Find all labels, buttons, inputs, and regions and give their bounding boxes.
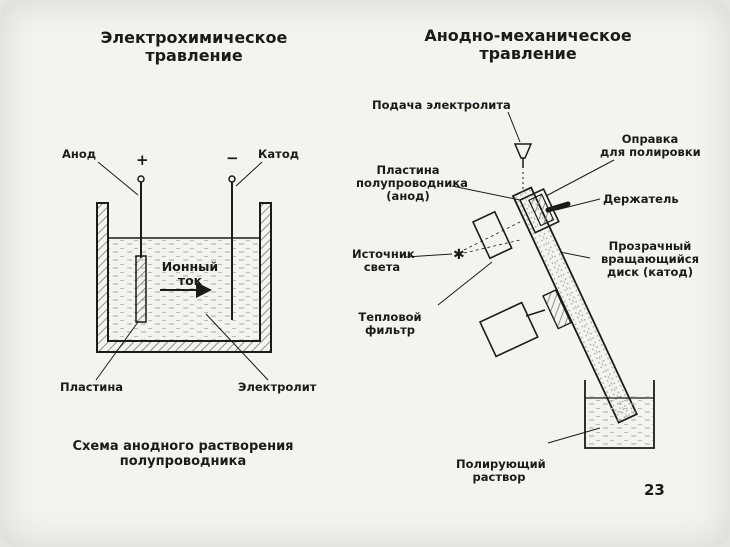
electrolyte-funnel [513,143,533,192]
wafer-label: Пластина полупроводника (анод) [356,163,468,204]
solution-beaker [584,380,655,449]
right-title-line2: травление [479,44,577,64]
left-title-line1: Электрохимическое [100,28,288,47]
minus-sign: − [226,149,239,167]
drive-motor [478,289,572,358]
plate-sample [135,255,147,323]
right-leader-lines [405,111,615,444]
right-title: Анодно-механическое травление [408,26,648,64]
left-title-line2: травление [145,46,243,66]
left-caption: Схема анодного растворения полупроводник… [72,439,294,469]
heat-filter [471,210,513,260]
electrolyte-feed-label: Подача электролита [372,98,511,112]
left-leader-lines [95,161,269,381]
electrolyte-label: Электролит [238,380,317,394]
plate-label: Пластина [60,380,124,394]
holder-label: Держатель [603,192,679,206]
rotating-disk [511,186,638,424]
anode-label: Анод [62,147,97,161]
light-source: ✱ [453,221,521,263]
mandrel-label: Оправка для полировки [600,132,701,160]
holder-assembly [518,187,571,234]
cathode-label: Катод [258,147,300,161]
ion-current-label: Ионный ток [161,259,219,289]
right-title-line1: Анодно-механическое [424,26,632,45]
solution-label: Полирующий раствор [456,457,546,485]
vessel-walls [96,202,272,353]
anode-electrode [135,175,147,323]
heat-filter-label: Тепловой фильтр [358,310,422,338]
left-title: Электрохимическое травление [84,28,304,66]
light-source-label: Источник света [352,247,415,275]
holder-rod [545,201,571,213]
disk-label: Прозрачный вращающийся диск (катод) [601,239,699,280]
svg-text:✱: ✱ [453,247,465,263]
plus-sign: + [136,151,149,169]
page-number: 23 [644,481,665,499]
cathode-electrode [228,175,236,320]
